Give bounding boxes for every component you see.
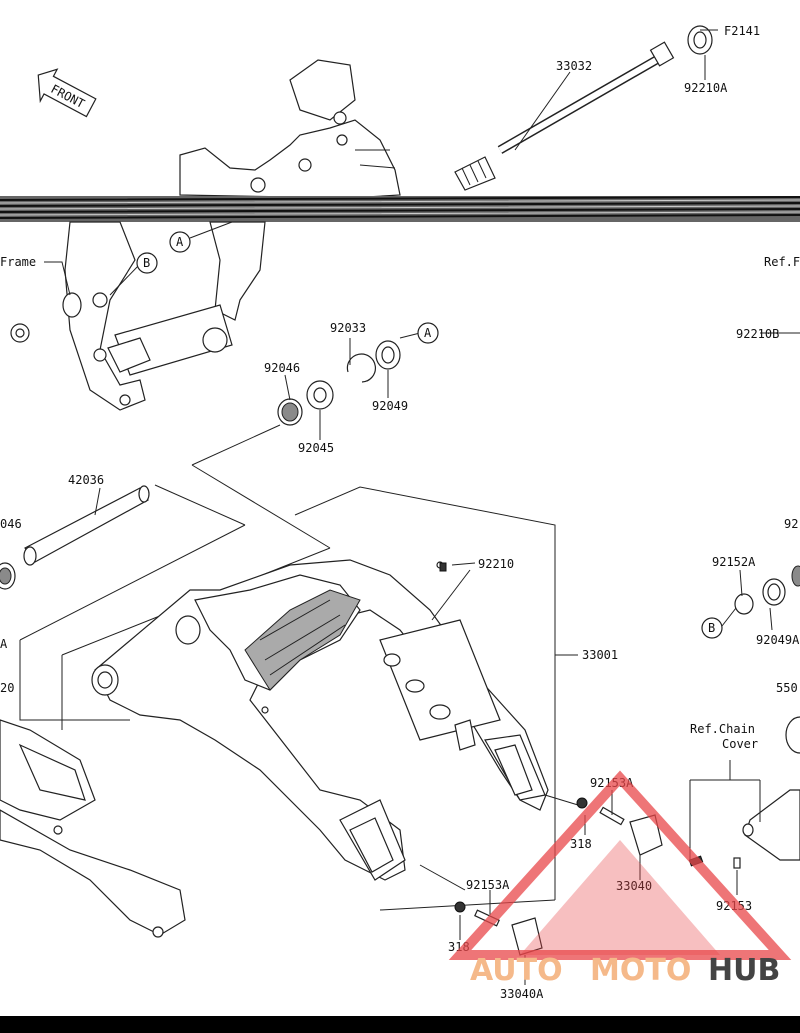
pivot-bearing-parts	[277, 340, 401, 426]
label-318-1: 318	[570, 837, 592, 851]
leader-lines	[44, 29, 800, 985]
label-33001: 33001	[582, 648, 618, 662]
ref-chain-cover-1: Ref.Chain	[690, 722, 755, 736]
callout-b-right: B	[701, 617, 723, 639]
watermark-hub: HUB	[708, 953, 780, 988]
bearing-92046-left	[0, 562, 16, 590]
right-side-parts	[734, 565, 800, 861]
label-42036: 42036	[68, 473, 104, 487]
label-92046: 92046	[264, 361, 300, 375]
small-hardware	[439, 562, 741, 956]
frame-bushing-left	[10, 323, 30, 343]
label-92210: 92210	[478, 557, 514, 571]
callout-a-upper: A	[169, 231, 191, 253]
watermark-logo: AUTO MOTO HUB	[448, 770, 792, 988]
swingarm-body	[91, 559, 549, 881]
label-92152a: 92152A	[712, 555, 756, 569]
label-92033: 92033	[330, 321, 366, 335]
chain-guide	[0, 719, 186, 938]
watermark-moto: MOTO	[590, 953, 691, 988]
torn-band	[0, 196, 800, 222]
label-33032: 33032	[556, 59, 592, 73]
label-33040a: 33040A	[500, 987, 544, 1001]
callout-a-right: A	[417, 322, 439, 344]
ref-right-top: Ref.F	[764, 255, 800, 269]
label-92-right: 92	[784, 517, 798, 531]
frame-lower	[62, 221, 266, 411]
label-92210a: 92210A	[684, 81, 728, 95]
label-550: 550	[776, 681, 798, 695]
label-92049a: 92049A	[756, 633, 800, 647]
label-92210b: 92210B	[736, 327, 779, 341]
axle-shaft	[454, 41, 675, 191]
pivot-shaft	[23, 485, 150, 566]
svg-text:A: A	[424, 326, 432, 340]
svg-text:B: B	[708, 621, 715, 635]
svg-text:A: A	[176, 235, 184, 249]
svg-text:B: B	[143, 256, 150, 270]
watermark-auto: AUTO	[470, 953, 563, 988]
label-92049: 92049	[372, 399, 408, 413]
label-33040: 33040	[616, 879, 652, 893]
label-92046-left: 046	[0, 517, 22, 531]
frame-upper	[179, 59, 401, 199]
label-92153a-2: 92153A	[466, 878, 510, 892]
bottom-black-bar	[0, 1016, 800, 1033]
label-92045: 92045	[298, 441, 334, 455]
label-left-a: A	[0, 637, 8, 651]
callout-b-left: B	[136, 252, 158, 274]
label-f2141: F2141	[724, 24, 760, 38]
ref-chain-cover-2: Cover	[722, 737, 758, 751]
ref-frame: Frame	[0, 255, 36, 269]
seal-92210a	[687, 25, 713, 55]
label-left-20: 20	[0, 681, 14, 695]
front-direction-marker: FRONT	[37, 68, 97, 118]
